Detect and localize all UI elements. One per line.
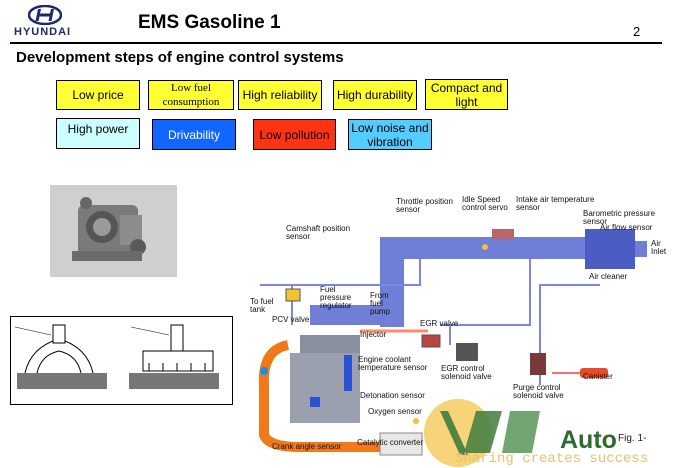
oxygen-sensor-label: Oxygen sensor: [368, 407, 422, 416]
camshaft-sensor-label: Camshaft position sensor: [286, 224, 351, 241]
page-title: EMS Gasoline 1: [138, 12, 281, 33]
to-fuel-tank-label: To fuel tank: [250, 297, 274, 314]
goal-drivability: Drivability: [152, 119, 236, 150]
goal-low-noise-vibration: Low noise and vibration: [348, 119, 432, 150]
goal-high-durability: High durability: [333, 80, 417, 110]
air-inlet-label: Air Inlet: [651, 239, 667, 256]
detonation-sensor-label: Detonation sensor: [360, 391, 425, 400]
from-fuel-pump-label: From fuel pump: [370, 291, 391, 316]
idle-speed-label: Idle Speed control servo: [462, 195, 508, 212]
goal-high-power: High power: [56, 118, 140, 149]
goal-low-fuel-consumption: Low fuel consumption: [148, 80, 234, 110]
throttle-position-label: Throttle position sensor: [396, 197, 453, 214]
goal-high-reliability: High reliability: [238, 80, 322, 110]
coolant-sensor-label: Engine coolant temperature sensor: [358, 355, 428, 372]
page-number: 2: [633, 24, 641, 39]
catalytic-converter-label: Catalytic converter: [357, 438, 424, 447]
egr-solenoid-label: EGR control solenoid valve: [441, 364, 492, 381]
brand-name: HYUNDAI: [14, 26, 72, 38]
pcv-valve-label: PCV valve: [272, 315, 310, 324]
goal-compact-light: Compact and light: [425, 79, 508, 110]
fuel-regulator-label: Fuel pressure regulator: [320, 285, 352, 310]
watermark-logo-text: Auto: [560, 426, 617, 454]
goal-low-pollution: Low pollution: [253, 119, 336, 150]
header-divider: [10, 42, 662, 44]
purge-solenoid-label: Purge control solenoid valve: [513, 383, 564, 400]
goal-low-price: Low price: [56, 80, 140, 110]
figure-reference: Fig. 1-: [618, 433, 647, 444]
engine-system-diagram: [258, 229, 647, 467]
injector-label: Injector: [360, 330, 387, 339]
hyundai-logo-icon: [28, 5, 62, 25]
carburetor-photo: [50, 185, 177, 277]
intake-air-temp-label: Intake air temperature sensor: [516, 195, 595, 212]
egr-valve-label: EGR valve: [420, 319, 459, 328]
canister-label: Canister: [583, 372, 613, 381]
air-flow-sensor-label: Air flow sensor: [600, 223, 653, 232]
section-subtitle: Development steps of engine control syst…: [16, 49, 344, 66]
barometric-sensor-label: Barometric pressure sensor: [583, 209, 656, 226]
watermark-tagline: Sharing creates success: [455, 451, 649, 467]
intake-manifold-sketch: [10, 316, 233, 405]
crank-angle-sensor-label: Crank angle sensor: [272, 442, 342, 451]
air-cleaner-label: Air cleaner: [589, 272, 628, 281]
